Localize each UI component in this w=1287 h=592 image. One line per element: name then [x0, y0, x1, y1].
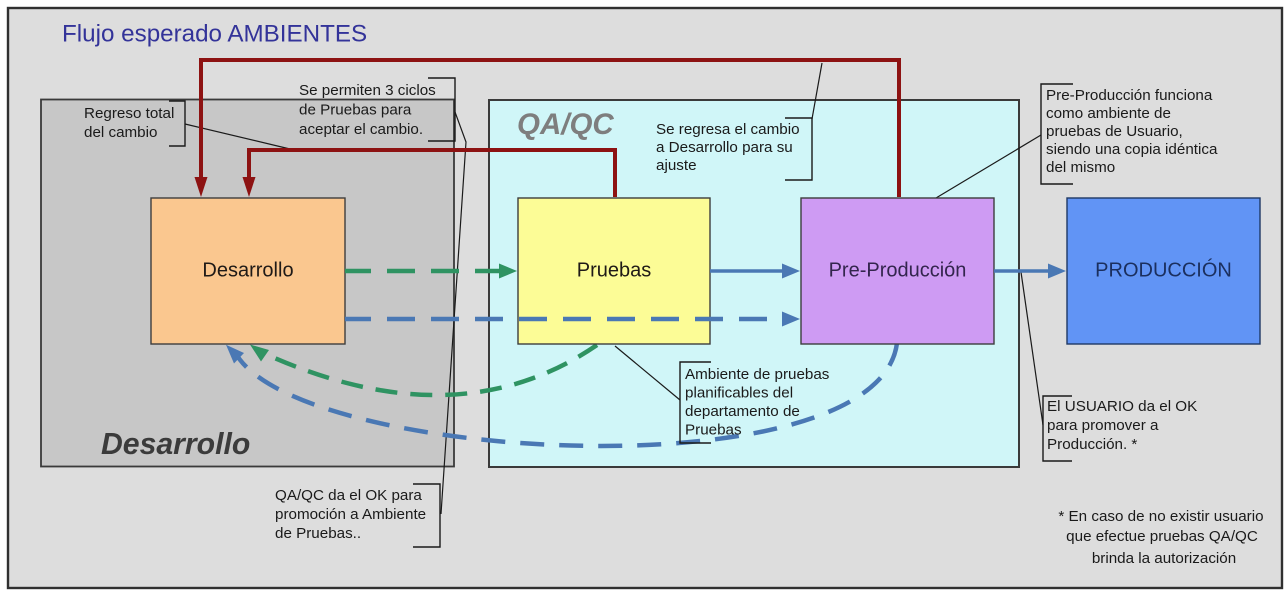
svg-text:Se regresa el cambio: Se regresa el cambio	[656, 121, 800, 138]
svg-text:Ambiente de pruebas: Ambiente de pruebas	[685, 366, 830, 383]
svg-text:aceptar el cambio.: aceptar el cambio.	[299, 121, 423, 138]
svg-text:QA/QC: QA/QC	[517, 108, 614, 141]
svg-text:Desarrollo: Desarrollo	[101, 428, 250, 461]
svg-text:Se permiten 3 ciclos: Se permiten 3 ciclos	[299, 82, 436, 99]
svg-text:Flujo esperado AMBIENTES: Flujo esperado AMBIENTES	[62, 21, 367, 48]
svg-text:Pruebas: Pruebas	[685, 422, 742, 439]
svg-text:Producción. *: Producción. *	[1047, 436, 1137, 453]
svg-text:siendo una copia idéntica: siendo una copia idéntica	[1046, 141, 1218, 158]
svg-text:QA/QC da el OK para: QA/QC da el OK para	[275, 487, 422, 504]
svg-text:Pre-Producción: Pre-Producción	[829, 260, 967, 282]
svg-text:que efectue pruebas QA/QC: que efectue pruebas QA/QC	[1066, 528, 1258, 545]
svg-text:brinda la autorización: brinda la autorización	[1092, 550, 1236, 567]
svg-text:* En caso de no existir usuari: * En caso de no existir usuario	[1058, 508, 1263, 525]
svg-text:pruebas de Usuario,: pruebas de Usuario,	[1046, 123, 1183, 140]
svg-text:Pruebas: Pruebas	[577, 260, 652, 282]
svg-text:planificables del: planificables del	[685, 385, 793, 402]
svg-text:como ambiente de: como ambiente de	[1046, 105, 1171, 122]
svg-text:El USUARIO da el OK: El USUARIO da el OK	[1047, 398, 1197, 415]
svg-text:promoción a Ambiente: promoción a Ambiente	[275, 506, 426, 523]
svg-text:del cambio: del cambio	[84, 124, 157, 141]
svg-text:Desarrollo: Desarrollo	[202, 260, 293, 282]
svg-text:de Pruebas para: de Pruebas para	[299, 102, 412, 119]
svg-text:ajuste: ajuste	[656, 157, 697, 174]
svg-text:para promover a: para promover a	[1047, 417, 1159, 434]
svg-text:de Pruebas..: de Pruebas..	[275, 525, 361, 542]
svg-text:a Desarrollo para su: a Desarrollo para su	[656, 139, 793, 156]
svg-text:Regreso total: Regreso total	[84, 105, 174, 122]
svg-text:PRODUCCIÓN: PRODUCCIÓN	[1095, 259, 1232, 282]
svg-text:del mismo: del mismo	[1046, 159, 1115, 176]
svg-text:Pre-Producción funciona: Pre-Producción funciona	[1046, 87, 1213, 104]
svg-text:departamento de: departamento de	[685, 403, 800, 420]
